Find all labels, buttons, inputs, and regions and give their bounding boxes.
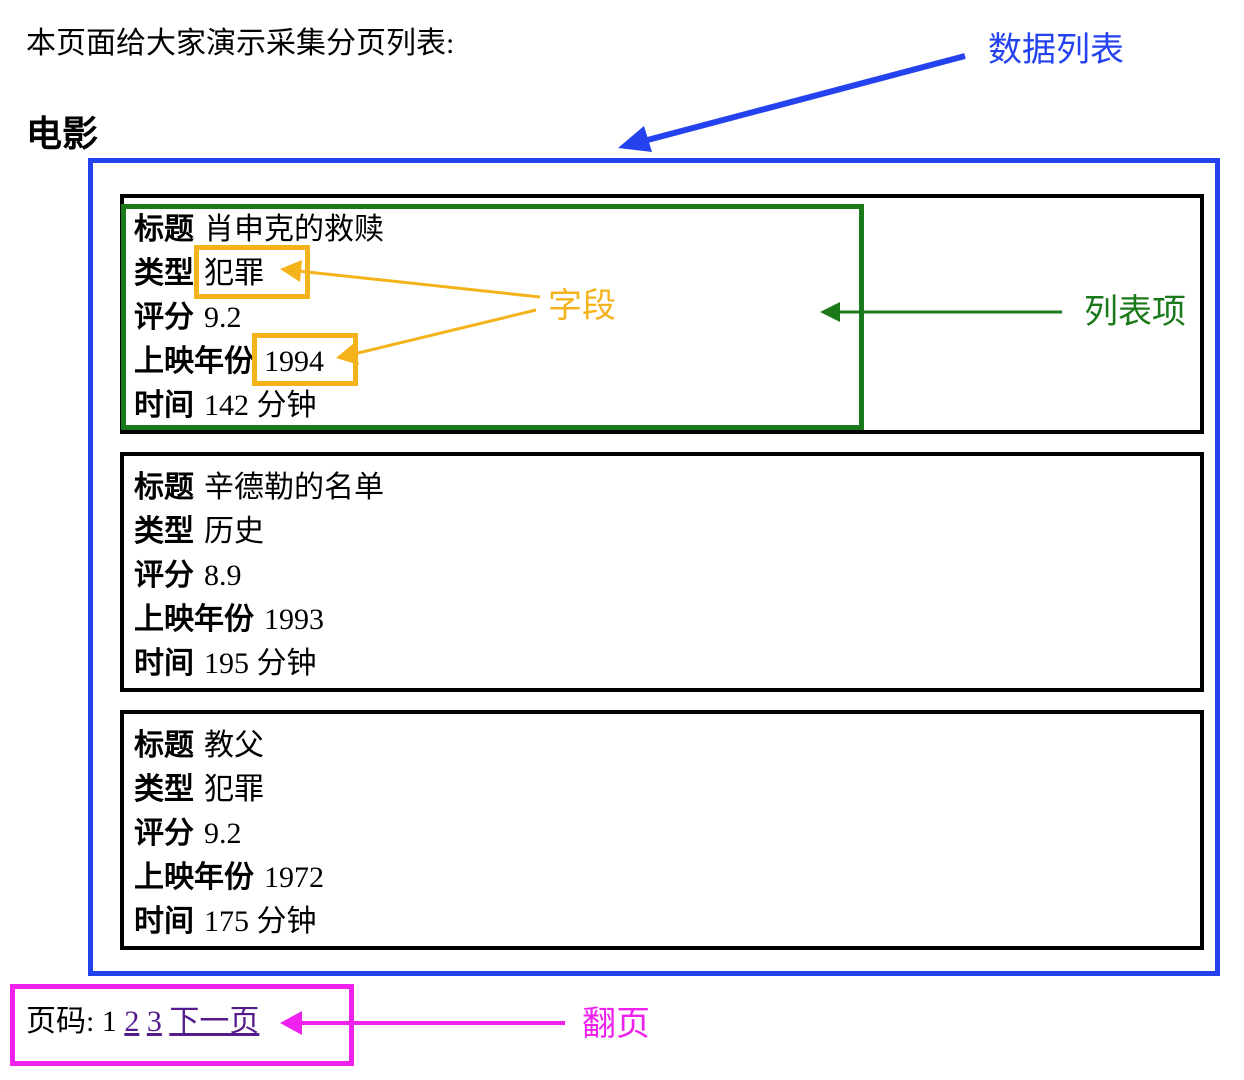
pagination-page-2[interactable]: 2 [124, 1005, 140, 1038]
field-highlight-year [252, 333, 358, 386]
field-value: 1994 [264, 345, 324, 378]
field-value: 8.9 [204, 559, 242, 592]
annotation-list-item-label: 列表项 [1084, 292, 1186, 332]
field-value: 辛德勒的名单 [204, 471, 384, 504]
annotation-field-label: 字段 [548, 286, 616, 326]
field-value: 9.2 [204, 301, 242, 334]
field-rating: 评分 9.2 [134, 296, 384, 340]
field-label: 评分 [134, 559, 194, 592]
field-value: 1972 [264, 861, 324, 894]
field-label: 标题 [134, 729, 194, 762]
field-year: 上映年份 1994 [134, 340, 384, 384]
field-year: 上映年份 1972 [134, 856, 324, 900]
pagination-next-link[interactable]: 下一页 [169, 1005, 260, 1038]
section-title: 电影 [26, 114, 99, 154]
field-label: 类型 [134, 257, 194, 290]
field-rating: 评分 9.2 [134, 812, 324, 856]
field-value: 犯罪 [204, 773, 264, 806]
field-duration: 时间 142 分钟 [134, 384, 384, 428]
field-value: 175 分钟 [204, 905, 317, 938]
pagination-highlight [10, 984, 354, 1066]
field-label: 评分 [134, 301, 194, 334]
field-value: 肖申克的救赎 [204, 213, 384, 246]
field-title: 标题辛德勒的名单 [134, 466, 384, 510]
field-value: 教父 [204, 729, 264, 762]
annotation-data-list-label: 数据列表 [988, 30, 1124, 70]
field-label: 时间 [134, 905, 194, 938]
field-rating: 评分 8.9 [134, 554, 384, 598]
intro-text: 本页面给大家演示采集分页列表: [26, 27, 455, 60]
field-label: 上映年份 [134, 861, 254, 894]
pagination-current-page: 1 [101, 1005, 117, 1038]
field-highlight-genre [194, 245, 310, 299]
arrow-data-list-icon [618, 53, 966, 152]
field-genre: 类型历史 [134, 510, 384, 554]
field-label: 时间 [134, 647, 194, 680]
field-label: 上映年份 [134, 345, 254, 378]
field-title: 标题教父 [134, 724, 324, 768]
field-label: 时间 [134, 389, 194, 422]
field-value: 9.2 [204, 817, 242, 850]
field-genre: 类型犯罪 [134, 252, 384, 296]
field-genre: 类型犯罪 [134, 768, 324, 812]
field-year: 上映年份 1993 [134, 598, 384, 642]
field-label: 标题 [134, 471, 194, 504]
pagination-label: 页码: [26, 1005, 95, 1038]
field-title: 标题肖申克的救赎 [134, 208, 384, 252]
field-label: 评分 [134, 817, 194, 850]
list-item: 标题辛德勒的名单 类型历史 评分 8.9 上映年份 1993 时间 195 分钟 [120, 452, 1204, 692]
field-label: 标题 [134, 213, 194, 246]
field-duration: 时间 175 分钟 [134, 900, 324, 944]
annotation-pagination-label: 翻页 [582, 1004, 650, 1044]
field-duration: 时间 195 分钟 [134, 642, 384, 686]
field-value: 195 分钟 [204, 647, 317, 680]
pagination-page-3[interactable]: 3 [146, 1005, 162, 1038]
field-label: 上映年份 [134, 603, 254, 636]
field-value: 142 分钟 [204, 389, 317, 422]
pagination: 页码: 1 2 3 下一页 [26, 1000, 259, 1044]
field-value: 1993 [264, 603, 324, 636]
field-value: 历史 [204, 515, 264, 548]
list-item-highlight [121, 204, 864, 430]
field-label: 类型 [134, 773, 194, 806]
field-value: 犯罪 [204, 257, 264, 290]
list-item: 标题肖申克的救赎 类型犯罪 评分 9.2 上映年份 1994 时间 142 分钟 [120, 194, 1204, 434]
field-label: 类型 [134, 515, 194, 548]
list-item: 标题教父 类型犯罪 评分 9.2 上映年份 1972 时间 175 分钟 [120, 710, 1204, 950]
